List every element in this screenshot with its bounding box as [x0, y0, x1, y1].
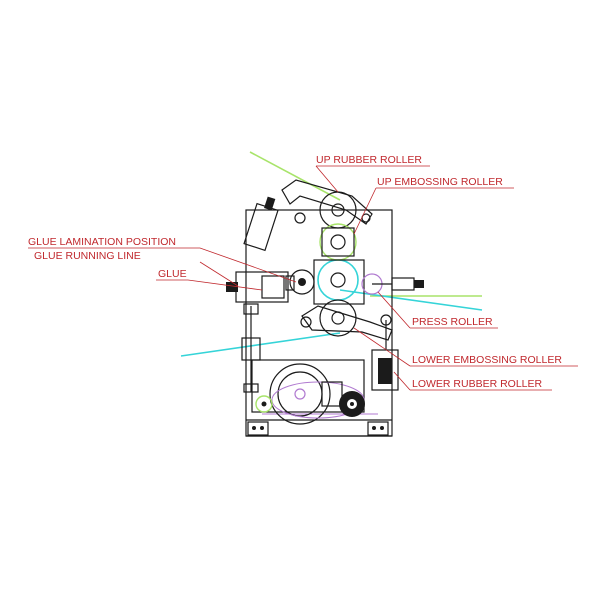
glue-doctor-blade: [285, 275, 295, 291]
lower-arm-pivot: [300, 316, 312, 328]
bolt: [252, 426, 256, 430]
glue-roller: [289, 269, 315, 295]
machine-frame: [245, 209, 393, 437]
leader-up-embossing-roller-diag: [353, 187, 377, 235]
label-up-embossing-roller: UP EMBOSSING ROLLER: [377, 176, 503, 188]
glue-roller-outer: [289, 269, 315, 295]
labels: UP RUBBER ROLLER UP EMBOSSING ROLLER GLU…: [28, 154, 562, 390]
upper-cylinder: [243, 202, 279, 252]
glue-roller-hub: [298, 278, 306, 286]
bolt: [380, 426, 384, 430]
leader-press-roller-diag: [377, 291, 411, 329]
leader-glue-lamination-position: [28, 247, 297, 283]
label-press-roller: PRESS ROLLER: [412, 316, 493, 328]
right-cylinder-body: [371, 349, 399, 391]
right-fitting-body: [391, 277, 415, 291]
up-embossing-roller-green: [319, 223, 357, 261]
up-rubber-roller-hub: [331, 203, 345, 217]
leader-lines: [28, 165, 578, 391]
glue-tank-inner: [261, 275, 285, 299]
label-up-rubber-roller: UP RUBBER ROLLER: [316, 154, 422, 166]
middle-roller-frame: [313, 259, 365, 305]
leader-up-rubber-roller-diag: [315, 165, 339, 193]
up-embossing-roller-hub: [330, 234, 346, 250]
film-line-green-entry: [249, 151, 341, 201]
frame-inner-panel: [251, 359, 365, 413]
left-bearing-lower: [241, 337, 261, 361]
glue-wrap-circle: [317, 259, 359, 301]
leader-lower-rubber-roller-diag: [393, 371, 411, 391]
idler-pulley: [255, 395, 273, 413]
lower-swing-arm: [301, 305, 393, 341]
label-lower-rubber-roller: LOWER RUBBER ROLLER: [412, 378, 543, 390]
label-glue-running-line: GLUE RUNNING LINE: [34, 250, 141, 262]
right-fitting: [372, 277, 424, 291]
label-glue: GLUE: [158, 268, 187, 280]
leader-glue: [156, 279, 263, 291]
middle-roller-hub: [330, 272, 346, 288]
up-embossing-roller: [319, 223, 357, 261]
base-foot-left: [247, 421, 269, 436]
upper-arm-assembly: [243, 179, 373, 252]
leader-lower-embossing-roller-diag: [353, 327, 411, 367]
label-lower-embossing-roller: LOWER EMBOSSING ROLLER: [412, 354, 562, 366]
bolt: [372, 426, 376, 430]
right-fitting-cap: [414, 280, 424, 288]
motor-housing: [269, 363, 331, 425]
glue-line-upper: [339, 289, 483, 311]
arm-pivot: [294, 212, 306, 224]
base-foot-right: [367, 421, 389, 436]
gear-wheel-center: [350, 402, 354, 406]
right-cylinder: [371, 349, 399, 391]
left-bearing-base: [243, 383, 259, 393]
film-line-upper: [249, 151, 482, 297]
up-embossing-roller-block: [321, 227, 355, 257]
frame-outline: [245, 209, 393, 437]
label-glue-lamination-position: GLUE LAMINATION POSITION: [28, 236, 176, 248]
leader-glue-running-line: [199, 261, 239, 287]
glue-handle: [226, 282, 238, 292]
drive-section: [255, 363, 365, 425]
left-shaft: [241, 303, 261, 393]
upper-cylinder-rod: [264, 196, 276, 211]
glue-running-line: [180, 259, 483, 357]
motor-shaft: [294, 388, 306, 400]
left-bearing-upper: [243, 303, 259, 315]
motor-inner-ring: [277, 371, 323, 417]
middle-roller-block: [313, 259, 365, 305]
bolt: [260, 426, 264, 430]
motor-mount: [321, 381, 343, 407]
right-cylinder-inner: [378, 358, 392, 384]
upper-swing-arm: [281, 179, 373, 225]
lower-arm-assembly: [300, 305, 393, 350]
glue-unit: [226, 271, 295, 303]
idler-pulley-hub: [261, 401, 267, 407]
